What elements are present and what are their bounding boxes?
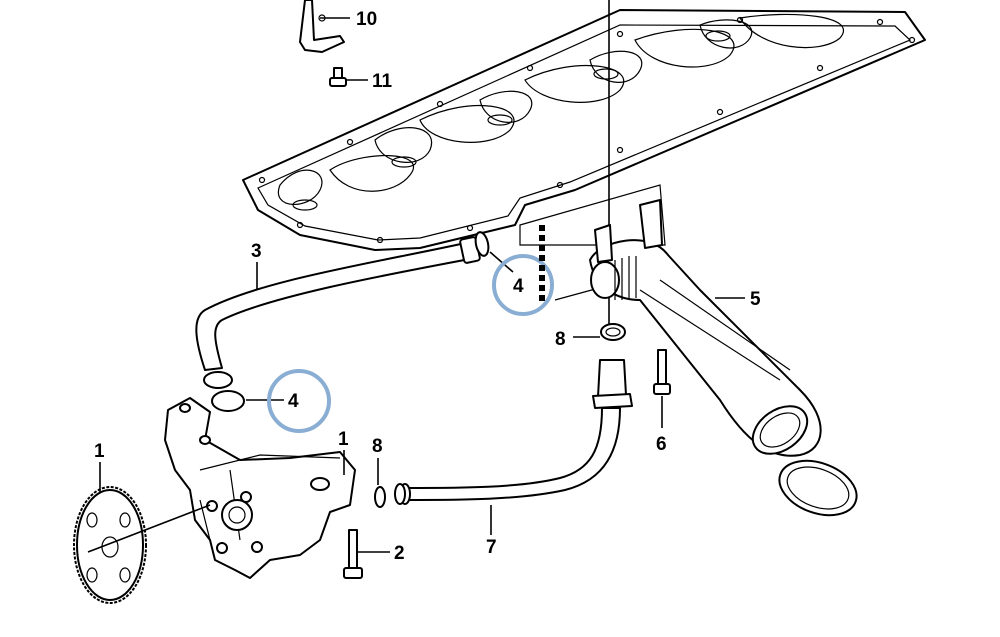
callout-4-lower: 4	[288, 391, 299, 412]
highlight-circle-upper	[492, 254, 554, 316]
oil-pipe-3	[195, 231, 490, 412]
strainer-bolt-6	[653, 349, 671, 428]
oil-pump-drive-gear	[73, 486, 211, 604]
gasket-cutouts	[277, 13, 844, 211]
callout-11: 11	[372, 71, 393, 92]
callout-10: 10	[356, 9, 377, 30]
callout-8-left: 8	[372, 436, 383, 457]
oil-pan-gasket	[242, 9, 926, 251]
dipstick-bracket	[299, 0, 350, 53]
callout-3: 3	[251, 241, 262, 262]
o-ring-8-left	[374, 486, 386, 508]
callout-1-pump: 1	[338, 429, 349, 450]
oil-pipe-7	[394, 359, 633, 505]
oil-strainer-5	[589, 199, 822, 457]
callout-5: 5	[750, 289, 761, 310]
highlight-circle-lower	[267, 369, 331, 433]
oil-pump-body	[164, 397, 356, 579]
leader-4-upper	[489, 251, 514, 273]
callout-6: 6	[656, 434, 667, 455]
callout-8-right: 8	[555, 329, 566, 350]
bracket-bolt	[329, 67, 368, 87]
callout-2: 2	[394, 543, 405, 564]
pump-bolt-2	[343, 529, 390, 579]
gasket-bolt-holes	[258, 16, 916, 244]
callout-4-upper: 4	[513, 276, 524, 297]
callout-7: 7	[486, 537, 497, 558]
o-ring-8-right	[600, 323, 626, 341]
strainer-gasket	[778, 459, 858, 517]
callout-1-gear: 1	[94, 441, 105, 462]
